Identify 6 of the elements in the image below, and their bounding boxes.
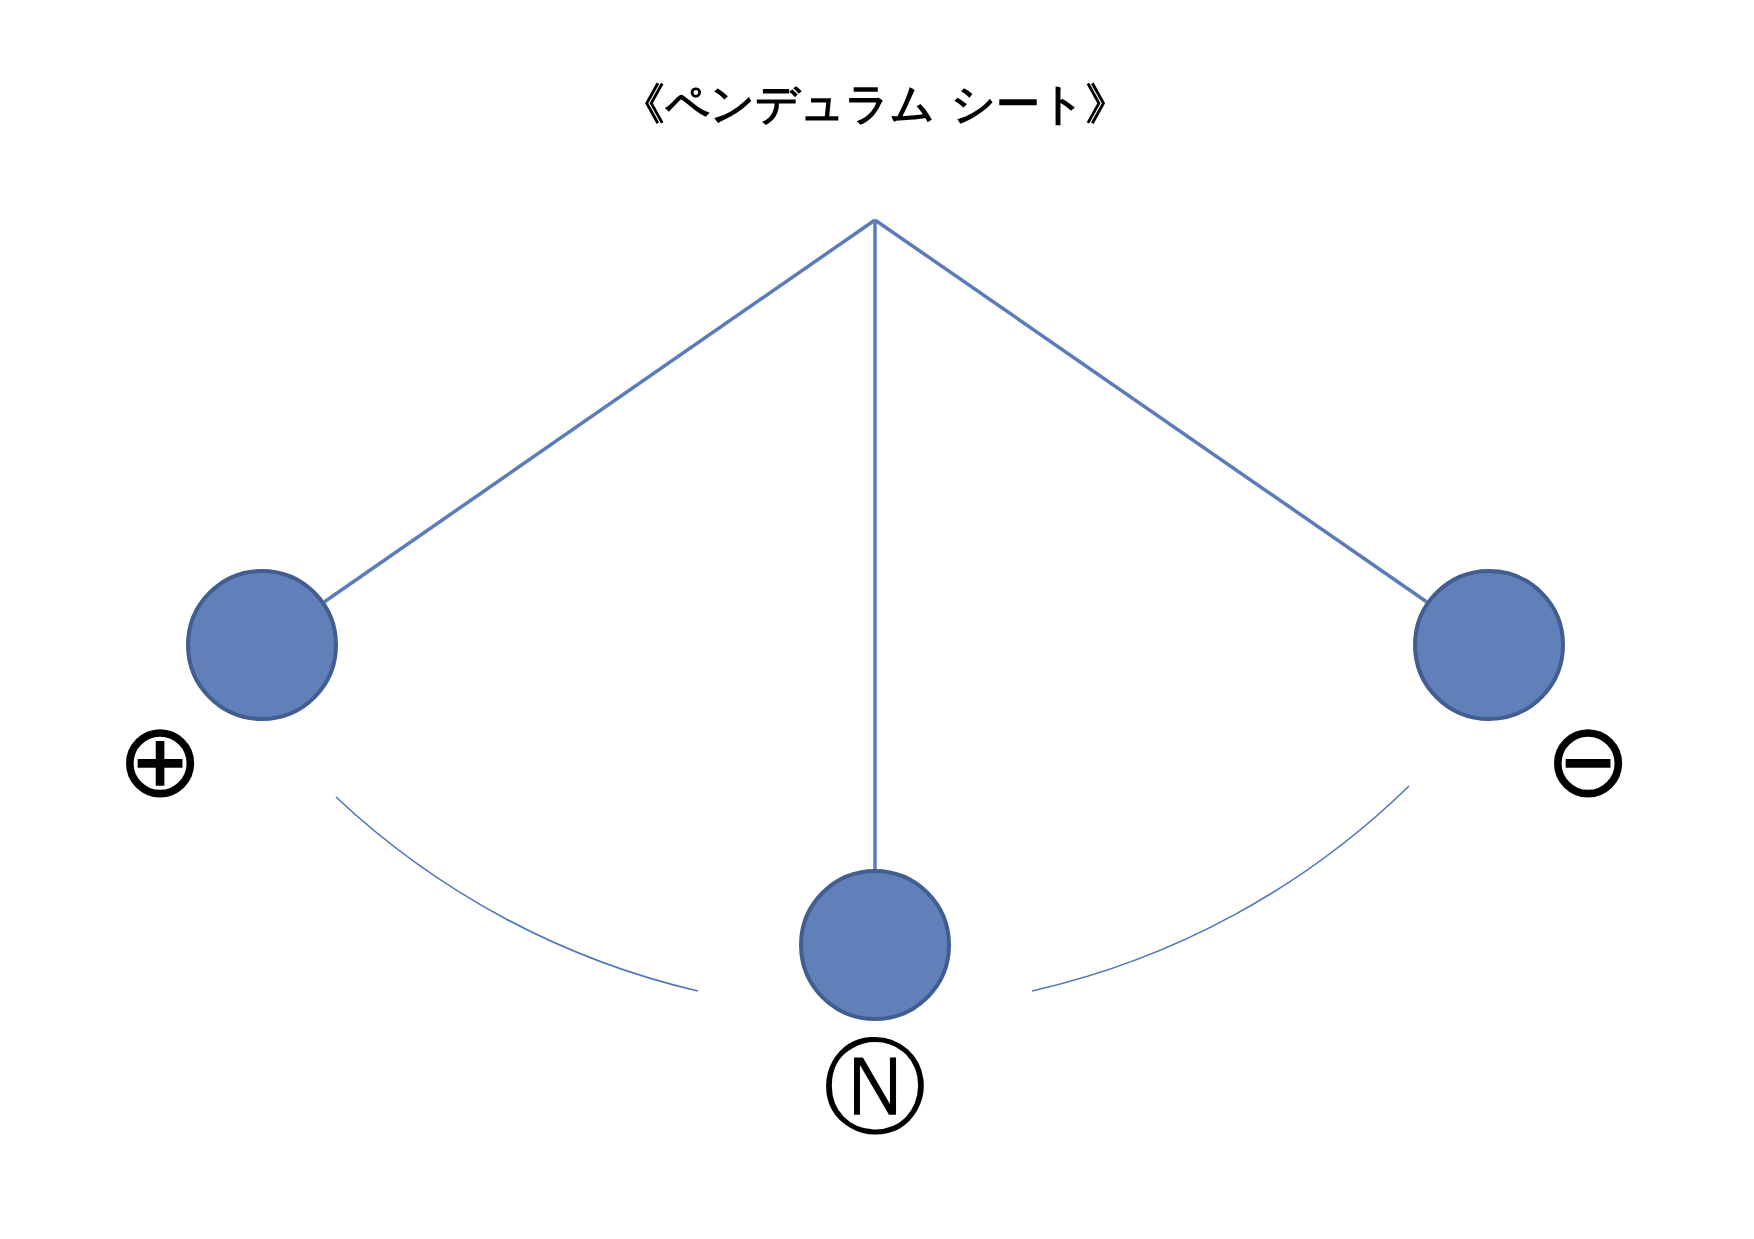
pendulum-string [873, 220, 877, 869]
pendulum-string [323, 218, 876, 604]
title: 《ペンデュラム シート》 [621, 80, 1129, 128]
pendulum-string [874, 218, 1428, 604]
symbol-label: ⊖ [1544, 714, 1632, 808]
symbol-label: ⊕ [116, 714, 204, 808]
